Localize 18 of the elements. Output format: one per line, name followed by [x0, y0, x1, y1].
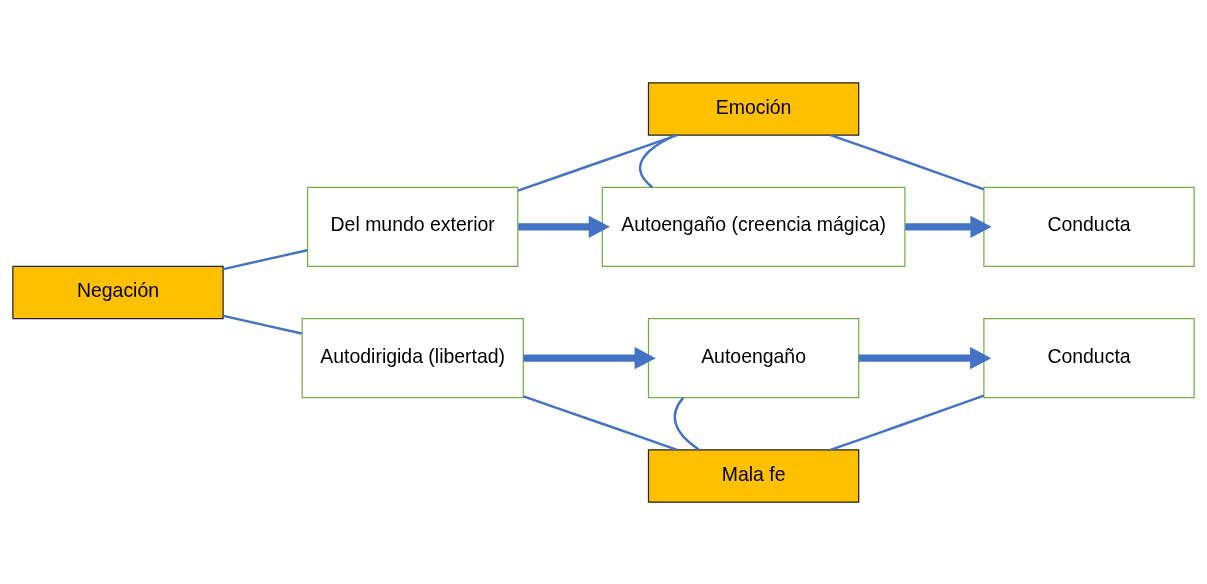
connector — [517, 133, 678, 192]
node-box: Emoción — [647, 81, 860, 136]
node-box: Autodirigida (libertad) — [301, 317, 524, 398]
connector — [523, 394, 678, 451]
node-box: Del mundo exterior — [306, 186, 519, 267]
node-box: Mala fe — [647, 448, 860, 503]
connector — [830, 133, 985, 191]
connector — [639, 133, 676, 188]
node-box: Conducta — [983, 317, 1195, 398]
node-box: Autoengaño — [647, 317, 860, 398]
node-box: Autoengaño (creencia mágica) — [601, 186, 906, 267]
connector — [673, 396, 700, 451]
node-box: Negación — [12, 265, 224, 319]
connector — [223, 314, 303, 335]
arrow — [858, 346, 992, 369]
connector — [830, 393, 985, 451]
connector — [223, 248, 308, 270]
node-box: Conducta — [983, 186, 1195, 267]
